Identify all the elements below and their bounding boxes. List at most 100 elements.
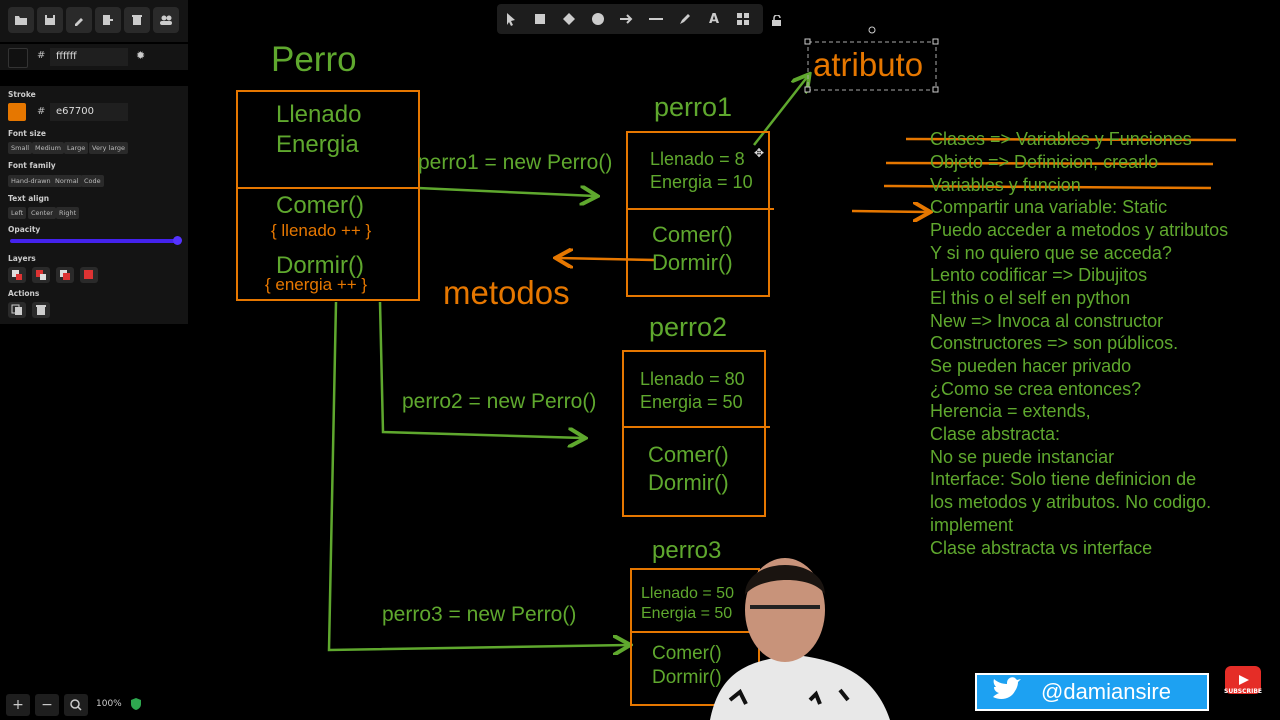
- note-line[interactable]: ¿Como se crea entonces?: [930, 379, 1142, 399]
- share-icon[interactable]: [95, 7, 121, 33]
- selection-handle[interactable]: [804, 86, 811, 93]
- instance-method[interactable]: Comer(): [652, 643, 722, 664]
- instance-box-perro1[interactable]: [626, 131, 770, 297]
- note-line[interactable]: los metodos y atributos. No codigo.: [930, 492, 1212, 512]
- users-icon[interactable]: [153, 7, 179, 33]
- class-title[interactable]: Perro: [271, 40, 357, 79]
- zoom-out-icon[interactable]: −: [35, 694, 59, 716]
- arrow-notes: [851, 211, 928, 212]
- note-line[interactable]: Clase abstracta:: [930, 424, 1061, 444]
- line-icon[interactable]: [645, 8, 667, 30]
- color-picker-icon[interactable]: ✹: [136, 49, 146, 62]
- new-expr-perro1[interactable]: perro1 = new Perro(): [418, 151, 613, 174]
- font-size-very-large[interactable]: Very large: [89, 142, 128, 154]
- class-attr-energia[interactable]: Energia: [276, 131, 359, 158]
- instance-title-perro1[interactable]: perro1: [654, 92, 733, 122]
- font-family-hand-drawn[interactable]: Hand-drawn: [8, 175, 54, 187]
- opacity-slider[interactable]: [10, 239, 180, 243]
- class-method-comer[interactable]: Comer(): [276, 192, 364, 219]
- font-family-code[interactable]: Code: [81, 175, 104, 187]
- youtube-icon[interactable]: [1225, 666, 1261, 694]
- diamond-icon[interactable]: [558, 8, 580, 30]
- instance-attr[interactable]: Energia = 10: [650, 172, 753, 192]
- duplicate-icon[interactable]: [8, 302, 26, 318]
- lock-icon[interactable]: [771, 12, 783, 31]
- background-swatch[interactable]: [8, 48, 28, 68]
- bring-to-front-icon[interactable]: [80, 267, 98, 283]
- trash-icon[interactable]: [124, 7, 150, 33]
- instance-method[interactable]: Dormir(): [652, 250, 733, 275]
- font-size-large[interactable]: Large: [64, 142, 89, 154]
- bring-forward-icon[interactable]: [56, 267, 74, 283]
- instance-attr[interactable]: Llenado = 50: [641, 585, 734, 602]
- send-to-back-icon[interactable]: [8, 267, 26, 283]
- opacity-slider-handle[interactable]: [173, 236, 182, 245]
- background-hex-input[interactable]: ffffff: [50, 48, 128, 66]
- subscribe-label[interactable]: SUBSCRIBE: [1224, 688, 1263, 695]
- note-line[interactable]: Lento codificar => Dibujitos: [930, 265, 1148, 285]
- instance-title-perro2[interactable]: perro2: [649, 312, 728, 342]
- selection-handle[interactable]: [932, 38, 939, 45]
- instance-method[interactable]: Dormir(): [648, 470, 729, 495]
- font-family-normal[interactable]: Normal: [52, 175, 82, 187]
- text-tool-icon[interactable]: A: [708, 11, 720, 27]
- note-line[interactable]: El this o el self en python: [930, 288, 1131, 308]
- note-struck[interactable]: Clases => Variables y Funciones: [930, 129, 1192, 149]
- instance-method[interactable]: Comer(): [648, 442, 729, 467]
- instance-attr[interactable]: Energia = 50: [641, 605, 733, 622]
- save-icon[interactable]: [37, 7, 63, 33]
- instance-method[interactable]: Dormir(): [652, 667, 722, 688]
- folder-open-icon[interactable]: [8, 7, 34, 33]
- note-line[interactable]: Herencia = extends,: [930, 401, 1091, 421]
- instance-attr[interactable]: Llenado = 8: [650, 149, 745, 169]
- pointer-icon[interactable]: [500, 8, 522, 30]
- delete-icon[interactable]: [32, 302, 50, 318]
- library-icon[interactable]: [732, 8, 754, 30]
- note-line[interactable]: Interface: Solo tiene definicion de: [930, 469, 1197, 489]
- text-align-center[interactable]: Center: [28, 207, 56, 219]
- note-line[interactable]: implement: [930, 515, 1014, 535]
- selection-handle[interactable]: [804, 38, 811, 45]
- arrow-icon[interactable]: [616, 8, 638, 30]
- new-expr-perro2[interactable]: perro2 = new Perro(): [402, 390, 597, 413]
- zoom-reset-icon[interactable]: [64, 694, 88, 716]
- class-box[interactable]: [236, 90, 420, 301]
- instance-attr[interactable]: Energia = 50: [640, 392, 743, 412]
- instance-attr[interactable]: Llenado = 80: [640, 369, 745, 389]
- selection-handle[interactable]: [932, 86, 939, 93]
- note-line[interactable]: New => Invoca al constructor: [930, 311, 1164, 331]
- pencil-icon[interactable]: [674, 8, 696, 30]
- zoom-in-icon[interactable]: +: [6, 694, 30, 716]
- text-align-right[interactable]: Right: [56, 207, 80, 219]
- new-expr-perro3[interactable]: perro3 = new Perro(): [382, 603, 577, 626]
- class-attr-llenado[interactable]: Llenado: [276, 101, 362, 128]
- instance-title-perro3[interactable]: perro3: [652, 537, 722, 564]
- instance-box-perro2[interactable]: [622, 350, 766, 517]
- note-line[interactable]: Clase abstracta vs interface: [930, 538, 1153, 558]
- class-method-dormir-body[interactable]: { energia ++ }: [265, 275, 368, 294]
- export-icon[interactable]: [66, 7, 92, 33]
- instance-method[interactable]: Comer(): [652, 222, 733, 247]
- class-method-comer-body[interactable]: { llenado ++ }: [271, 221, 372, 240]
- note-line[interactable]: Puedo acceder a metodos y atributos: [930, 220, 1229, 240]
- text-align-left[interactable]: Left: [8, 207, 27, 219]
- note-line[interactable]: Compartir una variable: Static: [930, 197, 1168, 217]
- selection-box[interactable]: [807, 41, 937, 91]
- note-line[interactable]: No se puede instanciar: [930, 447, 1115, 467]
- note-line[interactable]: Se pueden hacer privado: [930, 356, 1132, 376]
- font-size-small[interactable]: Small: [8, 142, 33, 154]
- send-backward-icon[interactable]: [32, 267, 50, 283]
- atributo-label[interactable]: atributo: [813, 46, 924, 83]
- note-struck[interactable]: Objeto => Definicion, crearlo: [930, 152, 1159, 172]
- note-line[interactable]: Y si no quiero que se acceda?: [930, 243, 1172, 263]
- note-line[interactable]: Constructores => son públicos.: [930, 333, 1179, 353]
- stroke-swatch[interactable]: [8, 103, 26, 121]
- note-struck[interactable]: Variables y funcion: [930, 175, 1081, 195]
- stroke-hex-input[interactable]: e67700: [50, 103, 128, 121]
- rectangle-icon[interactable]: [529, 8, 551, 30]
- class-method-dormir[interactable]: Dormir(): [276, 252, 364, 279]
- rotate-handle[interactable]: [868, 26, 876, 34]
- ellipse-icon[interactable]: [587, 8, 609, 30]
- metodos-label[interactable]: metodos: [443, 274, 570, 311]
- font-size-medium[interactable]: Medium: [32, 142, 64, 154]
